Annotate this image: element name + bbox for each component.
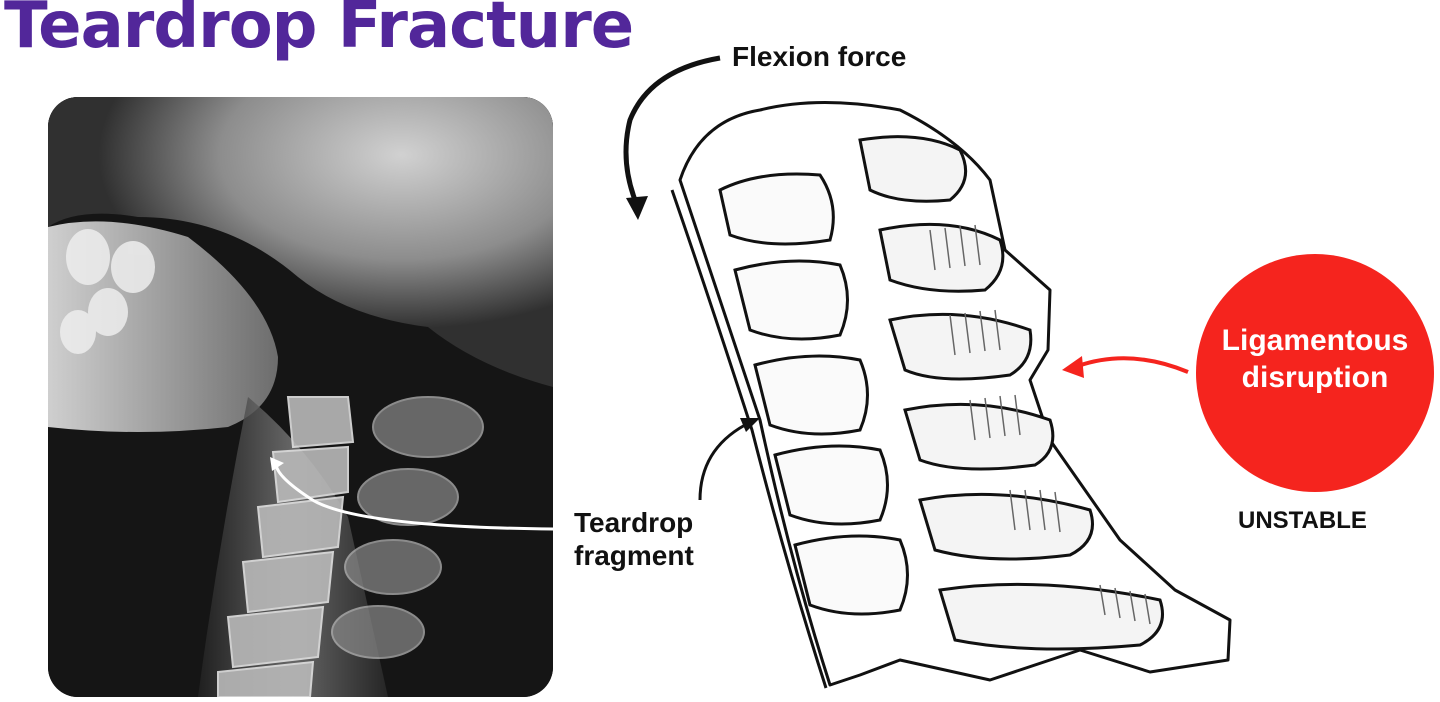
ligamentous-disruption-badge: Ligamentous disruption: [1196, 254, 1434, 492]
page-title: Teardrop Fracture: [4, 0, 634, 63]
ligamentous-disruption-label: Ligamentous disruption: [1221, 323, 1409, 395]
posterior-elements: [858, 135, 1164, 651]
flexion-arrowhead: [626, 196, 648, 220]
teardrop-fragment-label: Teardrop fragment: [574, 507, 694, 572]
unstable-label: UNSTABLE: [1238, 507, 1367, 534]
flexion-arrow: [623, 55, 721, 201]
ligament-hatching: [929, 224, 1151, 625]
ligament-arrow: [1077, 356, 1189, 374]
flexion-force-label: Flexion force: [732, 41, 907, 72]
teardrop-pointer-arrow: [698, 423, 746, 501]
vertebral-bodies: [718, 172, 909, 616]
xray-image: [48, 97, 553, 697]
ligament-arrowhead: [1062, 356, 1084, 378]
anterior-ligament: [670, 189, 828, 689]
